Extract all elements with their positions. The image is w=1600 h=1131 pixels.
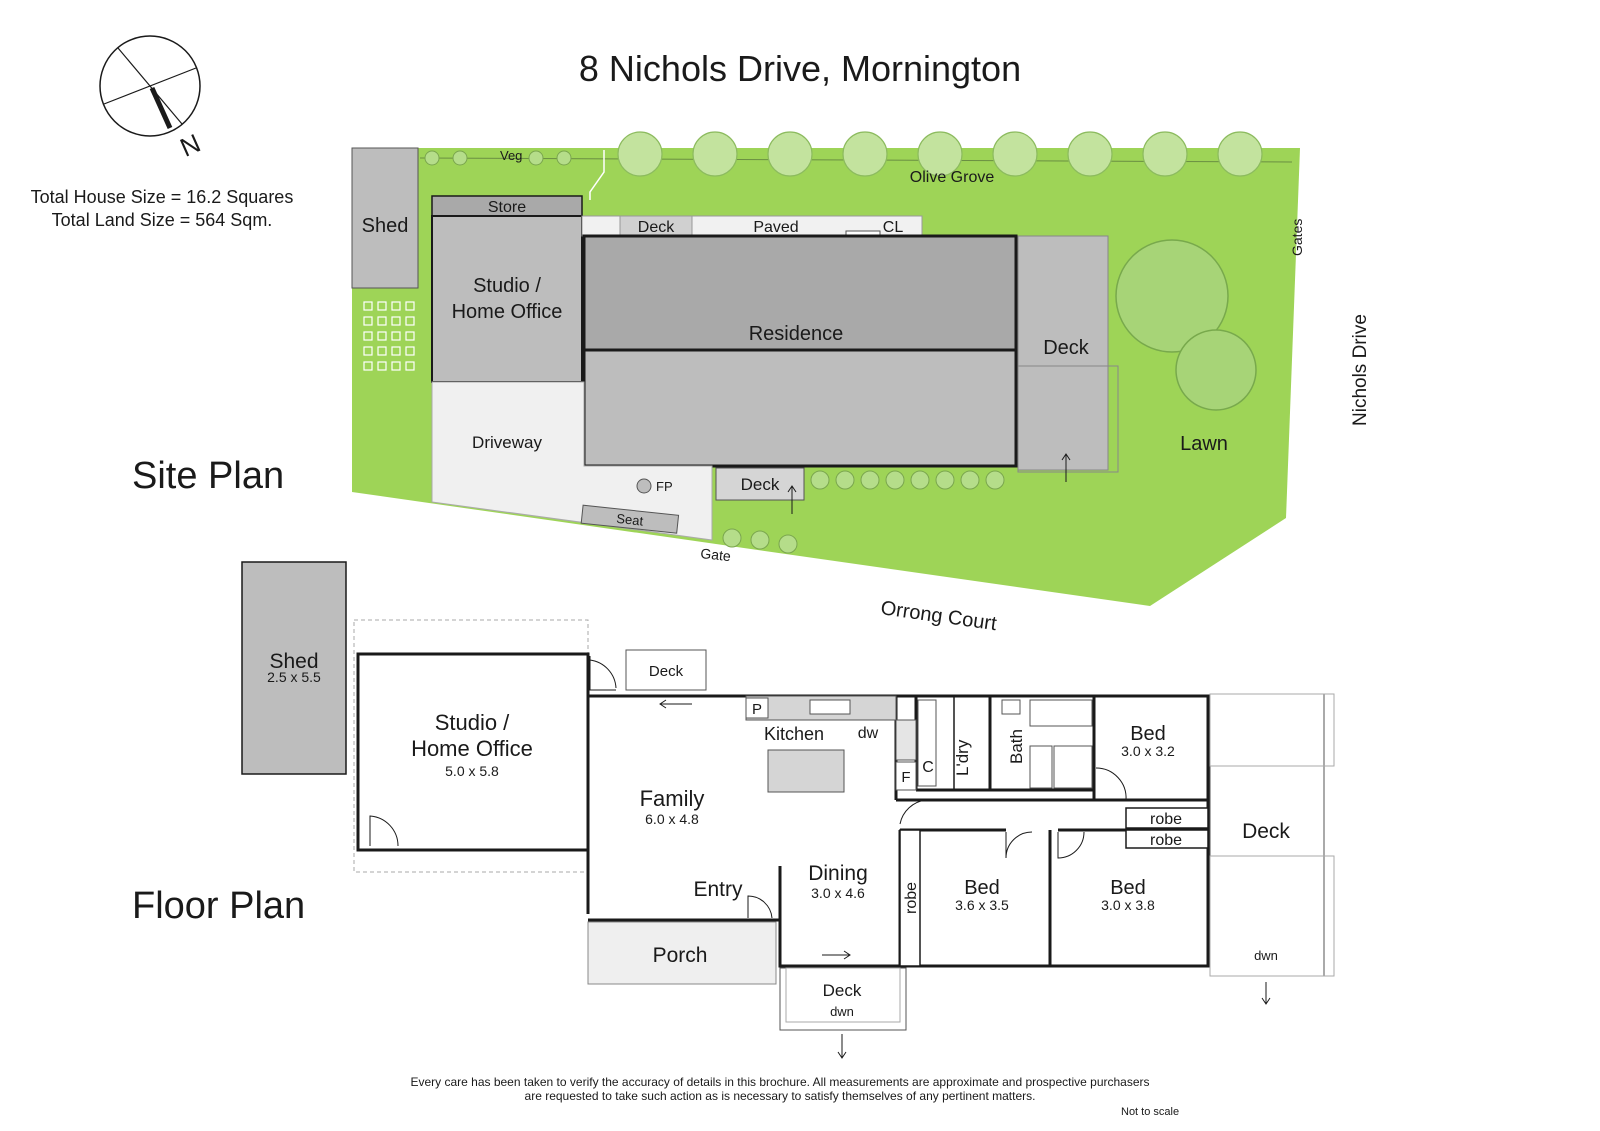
hedge-row <box>722 470 1005 554</box>
site-deck-east <box>1017 235 1109 471</box>
vanity <box>1029 745 1053 789</box>
fridge <box>895 761 917 791</box>
robe1-label: robe <box>1150 811 1182 828</box>
house-size: Total House Size = 16.2 Squares <box>30 187 294 207</box>
compass-north-label: N <box>175 128 204 163</box>
floor-studio <box>356 652 590 852</box>
site-residence-south <box>582 348 1018 468</box>
lawn-trees <box>1115 239 1257 411</box>
floor-deck-south-label: Deck <box>823 981 862 1000</box>
olive-grove-trees <box>617 131 1263 177</box>
olive-grove-label: Olive Grove <box>910 169 995 186</box>
dining-label: Dining <box>808 862 868 885</box>
floor-deck-south <box>779 967 907 1031</box>
dishwasher-label: dw <box>858 725 879 742</box>
site-shed <box>351 147 419 289</box>
cupboard <box>917 699 937 787</box>
bathtub <box>1029 699 1093 727</box>
sink-icon <box>809 699 851 715</box>
land-size: Total Land Size = 564 Sqm. <box>51 210 273 230</box>
site-store-label: Store <box>488 199 526 216</box>
entry-label: Entry <box>693 878 743 901</box>
veg-label: Veg <box>500 148 522 163</box>
bed3-label: Bed <box>1110 877 1146 899</box>
nichols-drive-label: Nichols Drive <box>1350 314 1371 426</box>
laundry-label: L'dry <box>953 739 972 776</box>
disclaimer-line-1: Every care has been taken to verify the … <box>410 1075 1150 1089</box>
site-plan-heading: Site Plan <box>132 455 285 497</box>
site-driveway <box>431 381 713 541</box>
site-shed-label: Shed <box>362 215 409 237</box>
floor-shed-label: Shed <box>269 650 318 673</box>
kitchen-label: Kitchen <box>764 724 824 744</box>
site-lawn-label: Lawn <box>1180 433 1228 455</box>
kitchen-island <box>767 749 845 793</box>
floor-plan-heading: Floor Plan <box>132 885 306 927</box>
floor-deck-east-label: Deck <box>1242 820 1290 843</box>
fridge-label: F <box>901 769 910 786</box>
orrong-court-label: Orrong Court <box>879 597 998 635</box>
bed2-dim: 3.6 x 3.5 <box>955 897 1009 913</box>
floor-shed <box>241 561 347 775</box>
floor-deck-top-label: Deck <box>649 663 684 680</box>
floor-shed-dim: 2.5 x 5.5 <box>267 669 321 685</box>
dining-dim: 3.0 x 4.6 <box>811 885 865 901</box>
bed3-dim: 3.0 x 3.8 <box>1101 897 1155 913</box>
site-studio-label-1: Studio / <box>473 275 541 297</box>
site-cl-label: CL <box>883 219 904 236</box>
floor-deck-top <box>625 649 707 691</box>
floor-studio-dim: 5.0 x 5.8 <box>445 763 499 779</box>
stove-icon <box>895 719 917 761</box>
porch-label: Porch <box>653 944 708 967</box>
bath-label: Bath <box>1007 729 1026 764</box>
shower <box>1053 745 1093 789</box>
disclaimer-line-2: are requested to take such action as is … <box>524 1089 1036 1103</box>
site-studio <box>431 215 583 383</box>
robe-1 <box>1125 807 1209 829</box>
bed2-label: Bed <box>964 877 1000 899</box>
toilet-icon <box>1001 699 1021 715</box>
size-summary: Total House Size = 16.2 Squares Total La… <box>12 186 312 232</box>
pantry <box>745 697 769 719</box>
site-paved-label: Paved <box>753 219 798 236</box>
site-residence-label: Residence <box>749 323 844 345</box>
robe-2 <box>1125 829 1209 849</box>
cupboard-label: C <box>922 759 934 776</box>
floor-deck-south-dwn: dwn <box>830 1004 854 1019</box>
robe3-label: robe <box>903 882 920 914</box>
site-deck-south <box>715 467 805 501</box>
site-fp-label: FP <box>656 479 673 494</box>
site-gate-label: Gate <box>700 545 732 564</box>
floor-deck-east-dwn: dwn <box>1254 948 1278 963</box>
veg-bushes <box>424 150 572 166</box>
robe2-label: robe <box>1150 832 1182 849</box>
site-deck-east-label: Deck <box>1043 337 1090 359</box>
bed1-label: Bed <box>1130 723 1166 745</box>
floor-studio-label-1: Studio / <box>435 710 510 735</box>
floor-plan: Shed 2.5 x 5.5 Studio / Home Office 5.0 … <box>241 561 1335 1059</box>
not-to-scale-note: Not to scale <box>1121 1106 1180 1118</box>
porch <box>587 921 777 985</box>
bed1-dim: 3.0 x 3.2 <box>1121 743 1175 759</box>
family-label: Family <box>640 786 705 811</box>
site-seat <box>580 504 680 534</box>
site-studio-label-2: Home Office <box>452 301 563 323</box>
disclaimer: Every care has been taken to verify the … <box>340 1075 1220 1103</box>
site-deck-south-label: Deck <box>741 475 780 494</box>
site-deck-top-label: Deck <box>638 219 675 236</box>
site-seat-label: Seat <box>616 511 645 529</box>
pantry-label: P <box>752 701 762 718</box>
robe-3 <box>899 829 921 967</box>
page-title: 8 Nichols Drive, Mornington <box>578 48 1022 89</box>
site-gates-label: Gates <box>1289 219 1305 256</box>
compass-icon: N <box>99 35 205 163</box>
floor-studio-label-2: Home Office <box>411 736 533 761</box>
site-driveway-label: Driveway <box>472 433 542 452</box>
family-dim: 6.0 x 4.8 <box>645 811 699 827</box>
site-plan: Shed Veg Olive Grove Store Studio / Home… <box>351 131 1371 635</box>
veg-patch <box>363 301 415 371</box>
